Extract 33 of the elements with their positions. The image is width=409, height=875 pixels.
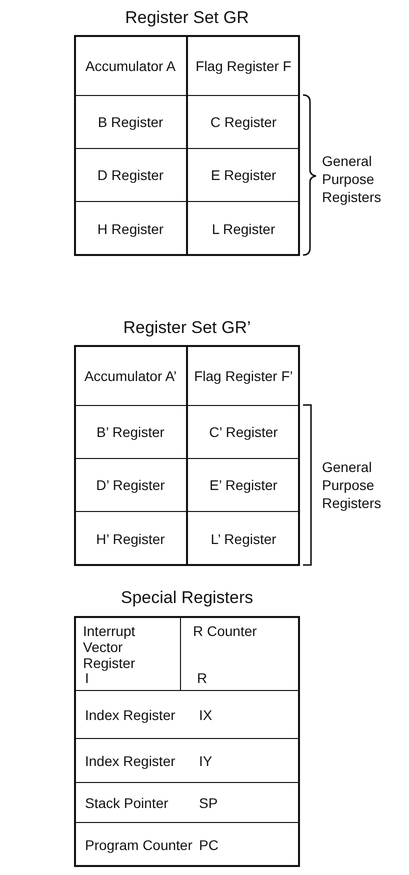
register-name: Accumulator A’ bbox=[83, 368, 178, 384]
register-letter: SP bbox=[199, 794, 218, 810]
register-name: Index Register bbox=[85, 706, 176, 722]
register-name: L Register bbox=[210, 220, 276, 236]
register-name: D Register bbox=[96, 167, 165, 183]
register-name: Index Register bbox=[85, 752, 176, 768]
table-heading: Special Registers bbox=[120, 588, 254, 608]
register-name: B’ Register bbox=[96, 424, 166, 440]
register-name: Stack Pointer bbox=[85, 794, 168, 810]
table-heading: Register Set GR bbox=[124, 8, 250, 28]
register-name: Accumulator A bbox=[84, 58, 177, 74]
register-name: Flag Register F’ bbox=[194, 368, 294, 384]
register-name: C’ Register bbox=[208, 424, 279, 440]
register-name: E Register bbox=[210, 167, 278, 183]
register-name: H’ Register bbox=[95, 530, 166, 546]
register-name: R Counter bbox=[193, 623, 257, 639]
register-name: Flag Register F bbox=[194, 58, 292, 74]
bracket-label: General Purpose Registers bbox=[322, 152, 382, 206]
bracket-label: General Purpose Registers bbox=[322, 458, 382, 512]
register-name: C Register bbox=[209, 114, 278, 130]
register-name: Program Counter bbox=[85, 836, 192, 852]
register-letter: I bbox=[85, 670, 89, 686]
register-name: E’ Register bbox=[208, 477, 278, 493]
table-heading: Register Set GR’ bbox=[122, 318, 252, 338]
register-letter: R bbox=[197, 670, 208, 686]
register-name: H Register bbox=[96, 220, 165, 236]
register-name: D’ Register bbox=[95, 477, 166, 493]
register-name: B Register bbox=[96, 114, 164, 130]
register-name: Interrupt Vector Register bbox=[83, 623, 136, 671]
register-letter: IY bbox=[199, 752, 212, 768]
register-name: L’ Register bbox=[210, 530, 278, 546]
register-letter: PC bbox=[199, 836, 218, 852]
register-letter: IX bbox=[199, 706, 212, 722]
